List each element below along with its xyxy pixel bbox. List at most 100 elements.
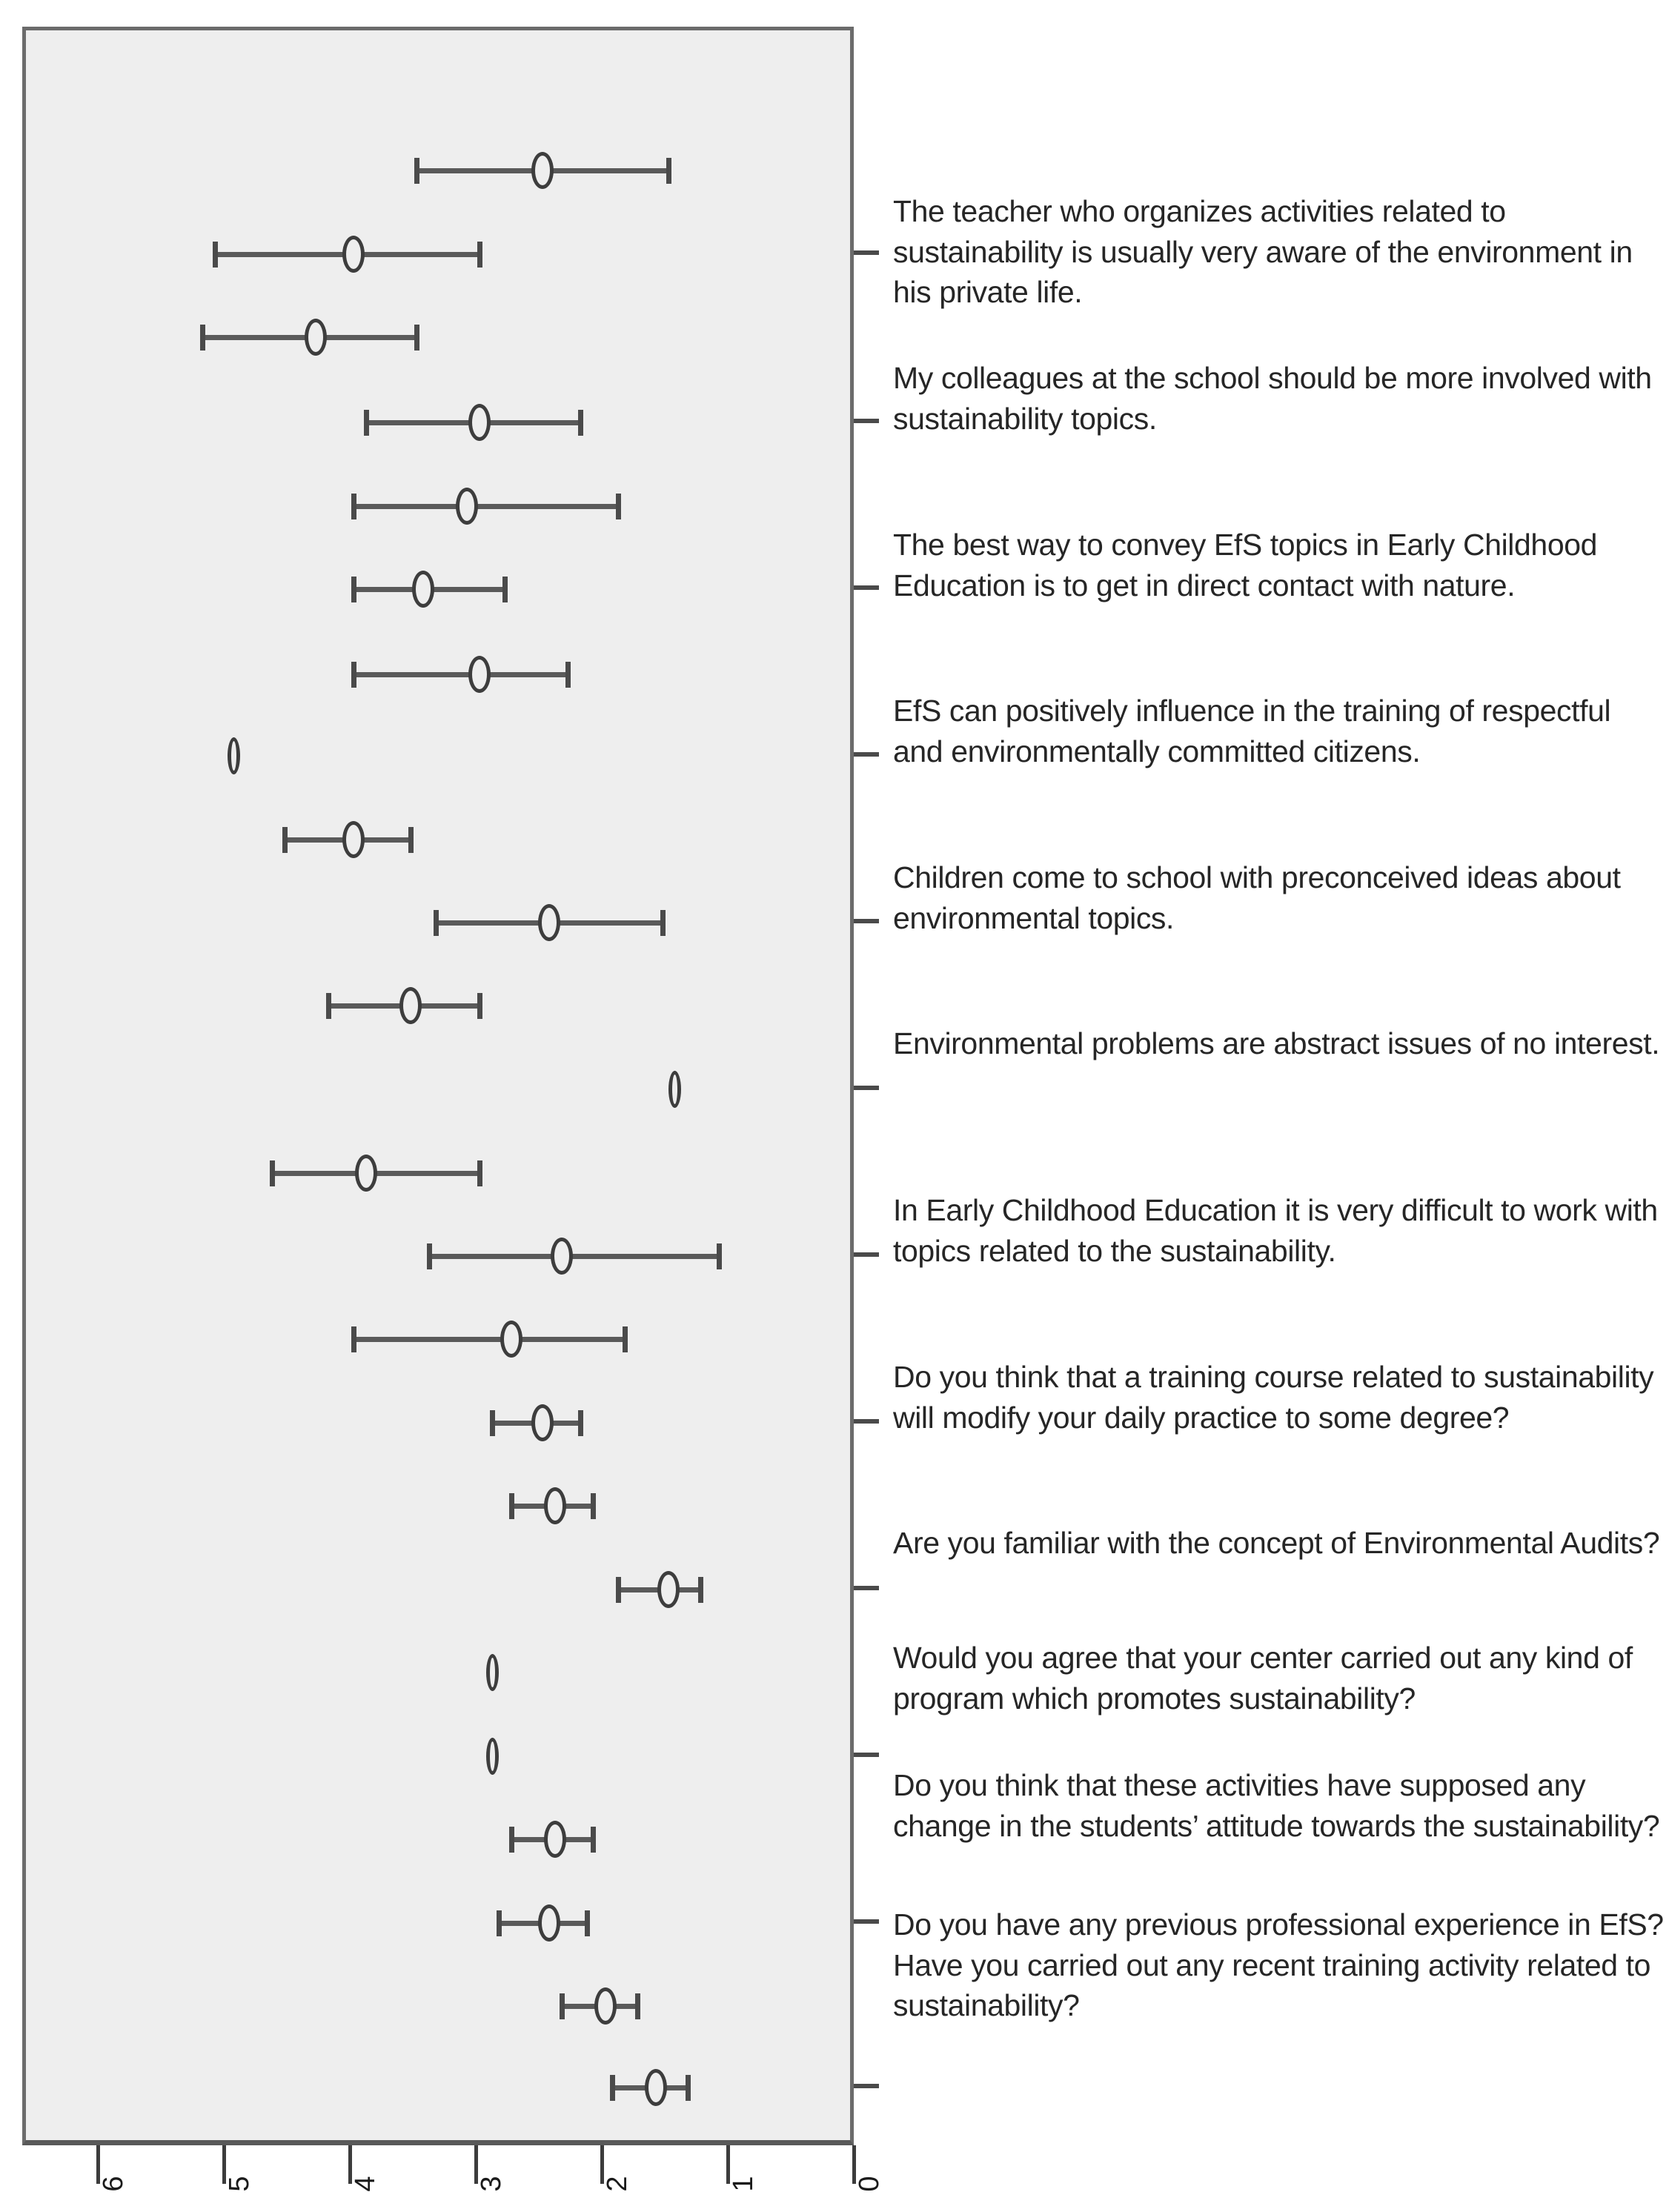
error-bar-cap-upper: [496, 1910, 502, 1936]
mean-marker: [500, 1321, 522, 1358]
x-axis-tick-label: 6: [98, 2176, 129, 2192]
question-leader-tick: [854, 1086, 879, 1090]
error-bar-cap-lower: [584, 1910, 590, 1936]
error-bar-cap-lower: [502, 577, 508, 602]
x-axis-tick-label: 1: [728, 2176, 759, 2192]
mean-marker: [468, 404, 491, 441]
x-axis-tick: [348, 2145, 352, 2184]
mean-marker: [537, 1904, 560, 1942]
x-axis-tick-label: 5: [224, 2176, 255, 2192]
mean-marker: [657, 1571, 680, 1608]
question-label: Do you think that a training course rela…: [893, 1360, 1654, 1435]
error-bar-cap-lower: [477, 993, 482, 1019]
error-bar-cap-upper: [433, 910, 439, 936]
question-label: Do you have any previous professional ex…: [893, 1907, 1664, 2023]
error-bar-cap-upper: [616, 1577, 621, 1603]
x-axis-tick: [96, 2145, 100, 2184]
error-bar-cap-lower: [685, 2075, 691, 2101]
question-label: Are you familiar with the concept of Env…: [893, 1526, 1660, 1560]
error-bar-cap-lower: [565, 662, 571, 688]
error-bar-cap-upper: [508, 1493, 514, 1519]
error-bar-cap-lower: [616, 494, 621, 519]
error-bar-cap-upper: [351, 577, 356, 602]
x-axis-tick: [726, 2145, 730, 2184]
mean-marker: [399, 987, 422, 1024]
error-bar-cap-lower: [697, 1577, 703, 1603]
error-bar-cap-upper: [282, 827, 288, 853]
question-label-column: The teacher who organizes activities rel…: [893, 0, 1669, 2212]
question-leader-tick: [854, 1919, 879, 1924]
mean-marker: [456, 488, 478, 525]
mean-marker: [485, 1654, 499, 1691]
x-axis: 6 5 4 3 2 1 0: [22, 2145, 885, 2212]
error-bar-cap-lower: [414, 325, 419, 351]
error-bar-line: [354, 1337, 625, 1342]
error-bar-line: [429, 1254, 719, 1259]
mean-marker: [544, 1487, 566, 1524]
mean-marker: [531, 1404, 554, 1441]
question-label: In Early Childhood Education it is very …: [893, 1193, 1658, 1268]
error-bar-cap-upper: [213, 242, 218, 268]
x-axis-tick-label: 2: [602, 2176, 633, 2192]
question-label: Would you agree that your center carried…: [893, 1641, 1633, 1716]
mean-marker: [305, 319, 327, 356]
mean-marker: [531, 152, 554, 189]
mean-marker: [485, 1738, 499, 1775]
error-bar-cap-upper: [351, 662, 356, 688]
error-bar-line: [354, 504, 618, 509]
mean-marker: [468, 656, 491, 693]
plot-series-layer: [26, 30, 850, 2140]
mean-marker: [342, 821, 365, 858]
question-label: EfS can positively influence in the trai…: [893, 694, 1611, 768]
question-leader-tick: [854, 585, 879, 590]
error-bar-cap-lower: [622, 1326, 628, 1352]
error-bar-cap-upper: [508, 1827, 514, 1853]
error-bar-cap-lower: [477, 1160, 482, 1186]
error-bar-cap-upper: [269, 1160, 275, 1186]
error-bar-cap-upper: [326, 993, 331, 1019]
x-axis-tick-label: 4: [350, 2176, 381, 2192]
question-label: Children come to school with preconceive…: [893, 860, 1621, 935]
question-leader-tick: [854, 919, 879, 923]
error-bar-cap-lower: [591, 1493, 596, 1519]
error-bar-cap-upper: [364, 410, 369, 436]
error-bar-line: [354, 672, 568, 677]
error-bar-cap-lower: [666, 158, 671, 184]
question-leader-tick: [854, 1252, 879, 1257]
mean-marker: [668, 1071, 681, 1108]
error-bar-cap-upper: [609, 2075, 615, 2101]
error-bar-cap-upper: [351, 494, 356, 519]
mean-marker: [411, 571, 434, 608]
question-label: Do you think that these activities have …: [893, 1768, 1660, 1843]
mean-marker: [550, 1238, 573, 1275]
error-bar-cap-lower: [634, 1993, 640, 2019]
error-bar-cap-lower: [591, 1827, 596, 1853]
error-bar-cap-upper: [351, 1326, 356, 1352]
question-leader-tick: [854, 1419, 879, 1424]
question-label: My colleagues at the school should be mo…: [893, 361, 1652, 436]
x-axis-tick: [222, 2145, 226, 2184]
question-leader-tick: [854, 752, 879, 757]
question-leader-tick: [854, 2084, 879, 2088]
error-bar-cap-lower: [477, 242, 482, 268]
mean-marker: [342, 236, 365, 273]
x-axis-tick: [600, 2145, 604, 2184]
mean-marker: [645, 2069, 667, 2106]
x-axis-tick-label: 0: [854, 2176, 885, 2192]
error-bar-cap-upper: [427, 1243, 432, 1269]
question-label: Environmental problems are abstract issu…: [893, 1026, 1660, 1060]
question-label: The teacher who organizes activities rel…: [893, 194, 1633, 310]
question-leader-tick: [854, 419, 879, 423]
question-leader-tick: [854, 250, 879, 255]
error-bar-cap-lower: [408, 827, 414, 853]
question-leader-tick: [854, 1586, 879, 1590]
error-bar-cap-lower: [717, 1243, 722, 1269]
x-axis-tick-label: 3: [476, 2176, 507, 2192]
plot-panel: [22, 27, 854, 2145]
error-bar-cap-lower: [578, 1410, 583, 1436]
mean-marker: [228, 737, 240, 774]
mean-marker: [594, 1987, 617, 2025]
error-bar-cap-upper: [559, 1993, 565, 2019]
mean-marker: [537, 904, 560, 941]
